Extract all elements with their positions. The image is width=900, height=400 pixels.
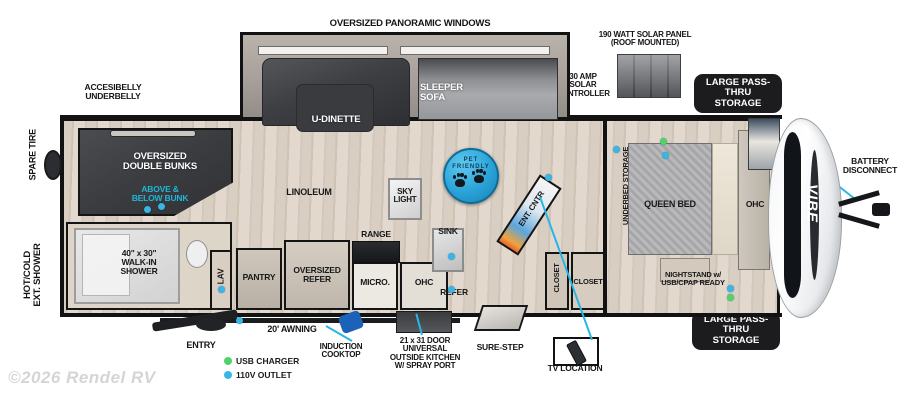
- legend-usb-label: USB CHARGER: [236, 356, 300, 366]
- pet-friendly-line2: FRIENDLY: [452, 164, 490, 170]
- vibe-wordmark: VIBE: [803, 183, 821, 223]
- outlet-kitchen-2: [448, 253, 455, 260]
- closet-1: [545, 252, 569, 310]
- oversized-refer: [284, 240, 350, 310]
- spare-tire: [44, 150, 62, 180]
- label-sink: SINK: [438, 226, 458, 236]
- pet-friendly-line1: PET: [463, 157, 479, 163]
- outlet-lav: [218, 286, 225, 293]
- range-cooktop: [352, 241, 400, 263]
- vibe-swoosh-inner: [810, 150, 819, 280]
- nightstand: [660, 258, 710, 282]
- outside-kitchen-door: [396, 311, 452, 333]
- copyright-watermark: ©2026 Rendel RV: [8, 368, 156, 387]
- label-outside-kitchen: 21 x 31 DOOR UNIVERSAL OUTSIDE KITCHEN W…: [389, 336, 461, 371]
- entry-door-wheel: [196, 318, 226, 331]
- outlet-nightstand: [727, 285, 734, 292]
- label-micro: MICRO.: [360, 277, 390, 287]
- sky-light: [388, 178, 422, 220]
- paw-print-right: [472, 169, 486, 183]
- legend-110v-outlet: 110V OUTLET: [224, 370, 292, 380]
- sure-step-graphic: [473, 305, 529, 331]
- label-pantry: PANTRY: [242, 272, 276, 282]
- label-accessibelly-underbelly: ACCESIBELLY UNDERBELLY: [84, 82, 142, 101]
- label-ohc-bedroom: OHC: [745, 199, 765, 209]
- label-panoramic-windows: OVERSIZED PANORAMIC WINDOWS: [329, 18, 491, 29]
- outlet-ent-cntr: [545, 174, 552, 181]
- sleeper-sofa: [418, 58, 558, 120]
- label-sure-step: SURE-STEP: [476, 342, 524, 352]
- label-oversized-refer: OVERSIZED REFER: [293, 265, 341, 284]
- shower-glass: [82, 234, 130, 296]
- label-closet-1: CLOSET: [552, 263, 562, 293]
- lav-closet: [210, 250, 232, 310]
- bed-pillows: [712, 143, 738, 255]
- legend-usb-charger: USB CHARGER: [224, 356, 299, 366]
- bunk-ladder: [110, 130, 196, 137]
- label-walk-in-shower: 40" x 30" WALK-IN SHOWER: [120, 248, 158, 276]
- outlet-kitchen-3: [448, 286, 455, 293]
- queen-bed: [628, 143, 712, 255]
- label-tv-location: TV LOCATION: [547, 363, 603, 373]
- label-entry: ENTRY: [186, 340, 216, 350]
- usb-bedroom: [660, 138, 667, 145]
- paw-print-left: [453, 173, 467, 187]
- awning-rail: [160, 318, 460, 323]
- outlet-bunk-1: [144, 206, 151, 213]
- label-awning: 20' AWNING: [267, 324, 317, 334]
- label-lav: LAV: [215, 268, 226, 285]
- microwave: [352, 262, 398, 310]
- label-refer: REFER: [440, 287, 468, 297]
- legend-usb-swatch: [224, 357, 232, 365]
- tv-location-box: [553, 337, 599, 367]
- label-nightstand: NIGHTSTAND w/ USB/CPAP READY: [661, 270, 725, 287]
- label-solar-controller: 30 AMP SOLAR CONTROLLER: [556, 72, 610, 98]
- label-hot-cold-ext-shower: HOT/COLD EXT. SHOWER: [22, 243, 43, 307]
- wall-bedroom-divider: [603, 118, 607, 314]
- label-spare-tire: SPARE TIRE: [27, 129, 38, 181]
- label-solar-panel: 190 WATT SOLAR PANEL (ROOF MOUNTED): [598, 30, 692, 48]
- outlet-awning: [236, 317, 243, 324]
- label-sleeper-sofa: SLEEPER SOFA: [420, 82, 463, 103]
- label-linoleum: LINOLEUM: [286, 187, 332, 197]
- label-above-below-bunk: ABOVE & BELOW BUNK: [131, 184, 189, 203]
- label-ohc-kitchen: OHC: [414, 277, 434, 287]
- label-closet-2: CLOSET: [573, 277, 603, 286]
- outlet-bedroom: [662, 152, 669, 159]
- pet-friendly-badge: PET FRIENDLY: [443, 148, 499, 204]
- pantry: [236, 248, 282, 310]
- label-queen-bed: QUEEN BED: [644, 199, 696, 209]
- label-sky-light: SKY LIGHT: [393, 187, 417, 205]
- outlet-bedroom-2: [613, 146, 620, 153]
- vibe-swoosh-outer: [784, 132, 801, 298]
- slideout-window-left: [258, 46, 388, 55]
- label-battery-disconnect: BATTERY DISCONNECT: [842, 156, 898, 175]
- hitch-coupler: [872, 203, 890, 216]
- outlet-bunk-2: [158, 203, 165, 210]
- kitchen-sink: [432, 228, 464, 272]
- usb-nightstand: [727, 294, 734, 301]
- solar-panel-graphic: [617, 54, 681, 98]
- label-oversized-double-bunks: OVERSIZED DOUBLE BUNKS: [122, 151, 198, 172]
- label-induction-cooktop: INDUCTION COOKTOP: [319, 342, 363, 360]
- label-u-dinette: U-DINETTE: [311, 114, 361, 125]
- toilet: [186, 240, 208, 268]
- badge-pass-thru-storage-bottom: LARGE PASS-THRU STORAGE: [692, 311, 780, 350]
- legend-outlet-label: 110V OUTLET: [236, 370, 292, 380]
- legend-outlet-swatch: [224, 371, 232, 379]
- badge-pass-thru-storage-top: LARGE PASS-THRU STORAGE: [694, 74, 782, 113]
- label-range: RANGE: [361, 229, 391, 239]
- front-cap: [768, 118, 842, 318]
- u-dinette-table: [296, 84, 374, 132]
- slideout-window-right: [400, 46, 550, 55]
- wall-rear: [60, 115, 64, 317]
